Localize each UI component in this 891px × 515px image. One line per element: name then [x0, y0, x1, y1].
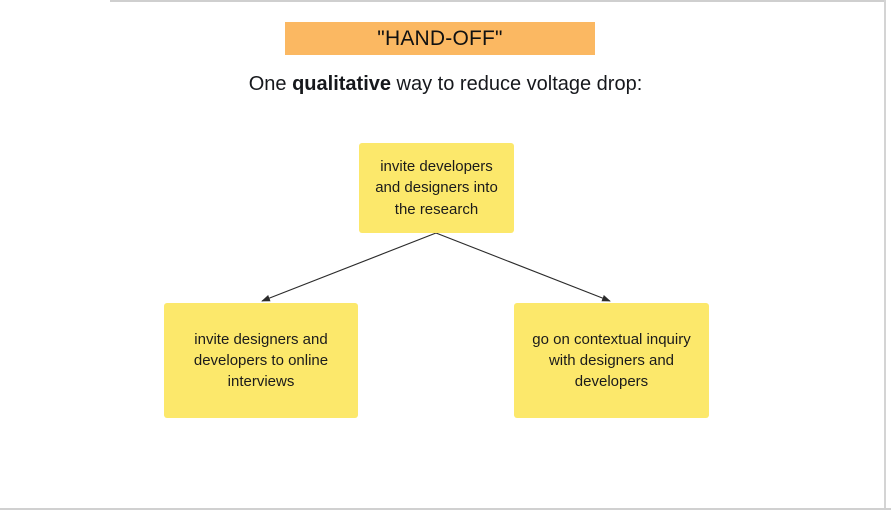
- diagram-node-online-interviews[interactable]: invite designers and developers to onlin…: [164, 303, 358, 418]
- hand-off-banner: "HAND-OFF": [285, 22, 595, 55]
- connector-root-to-left: [261, 232, 437, 302]
- slide-frame-top-rule: [110, 0, 885, 2]
- diagram-node-online-interviews-label: invite designers and developers to onlin…: [193, 330, 329, 391]
- diagram-node-root-label: invite developers and designers into the…: [375, 158, 498, 218]
- connector-root-to-right: [435, 232, 611, 302]
- slide-subtitle-emphasis: qualitative: [292, 73, 391, 95]
- diagram-node-root[interactable]: invite developers and designers into the…: [359, 143, 514, 233]
- slide-subtitle-prefix: One: [248, 73, 293, 95]
- slide-frame-right-rule: [884, 0, 886, 509]
- diagram-node-contextual-inquiry[interactable]: go on contextual inquiry with designers …: [514, 303, 709, 418]
- hand-off-banner-label: "HAND-OFF": [377, 27, 503, 50]
- slide-frame-bottom-rule: [0, 508, 891, 510]
- diagram-node-contextual-inquiry-label: go on contextual inquiry with designers …: [532, 330, 691, 391]
- slide-subtitle: One qualitative way to reduce voltage dr…: [0, 71, 891, 97]
- slide-subtitle-suffix: way to reduce voltage drop:: [391, 73, 643, 95]
